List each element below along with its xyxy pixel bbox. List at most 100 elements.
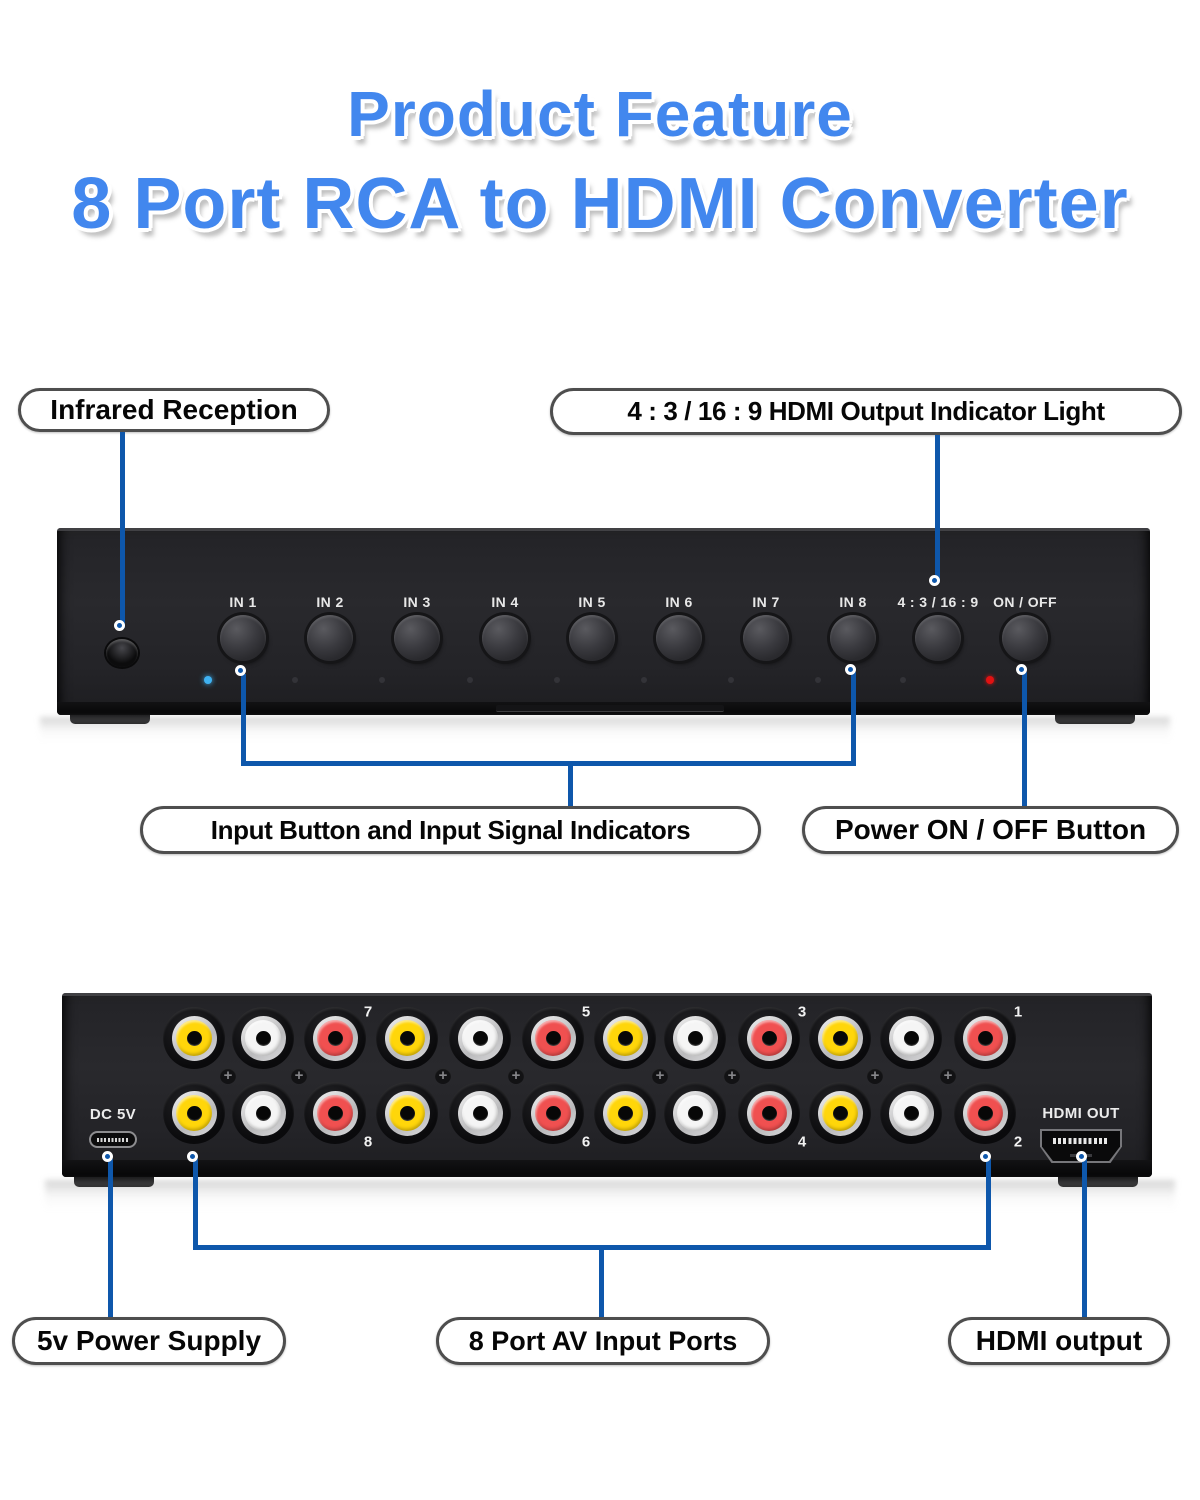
input-number-bottom: 4 — [797, 1133, 807, 1151]
rca-metal-ring — [888, 1090, 934, 1136]
front-button-label-in-5: IN 5 — [578, 594, 606, 610]
rca-metal-ring — [962, 1015, 1008, 1061]
rca-jack-yellow — [809, 1007, 871, 1069]
front-button-in-2 — [307, 615, 353, 661]
rear-panel-bottom-edge — [62, 1160, 1152, 1177]
rca-color-ring-yellow — [822, 1095, 858, 1131]
callout-line-av-right — [986, 1159, 991, 1250]
rca-color-ring-red — [967, 1020, 1003, 1056]
callout-dot-infrared — [114, 620, 125, 631]
rca-metal-ring — [384, 1015, 430, 1061]
callout-line-dc — [108, 1159, 113, 1317]
front-right-foot — [1055, 715, 1135, 724]
rca-hole — [761, 1105, 777, 1121]
rca-jack-white — [232, 1007, 294, 1069]
front-button-in-3 — [394, 615, 440, 661]
led-input-signal-blue — [204, 676, 212, 684]
led-idle-in-8 — [815, 677, 821, 683]
callout-hdmi-output: HDMI output — [948, 1317, 1170, 1365]
callout-dot-hdmi — [1076, 1151, 1087, 1162]
rca-jack-yellow — [376, 1082, 438, 1144]
rca-metal-ring — [672, 1015, 718, 1061]
rca-color-ring-white — [245, 1020, 281, 1056]
front-button-label-in-3: IN 3 — [403, 594, 431, 610]
rca-color-ring-yellow — [176, 1020, 212, 1056]
infrared-receiver-icon — [106, 639, 138, 667]
callout-dot-indicator — [929, 575, 940, 586]
rca-metal-ring — [312, 1015, 358, 1061]
input-number-top: 3 — [797, 1003, 807, 1021]
rca-color-ring-red — [317, 1095, 353, 1131]
callout-5v-power-supply: 5v Power Supply — [12, 1317, 286, 1365]
rca-jack-yellow — [594, 1082, 656, 1144]
rear-left-foot — [74, 1177, 154, 1187]
rca-color-ring-white — [677, 1020, 713, 1056]
led-idle-in-5 — [554, 677, 560, 683]
callout-av-input-ports: 8 Port AV Input Ports — [436, 1317, 770, 1365]
rca-jack-white — [880, 1082, 942, 1144]
rca-color-ring-red — [751, 1095, 787, 1131]
rca-metal-ring — [602, 1090, 648, 1136]
led-idle-in-7 — [728, 677, 734, 683]
rca-metal-ring — [672, 1090, 718, 1136]
rca-metal-ring — [888, 1015, 934, 1061]
rca-color-ring-white — [462, 1095, 498, 1131]
front-button-in-7 — [743, 615, 789, 661]
rca-metal-ring — [746, 1015, 792, 1061]
rca-jack-yellow — [163, 1082, 225, 1144]
front-button-label-in-1: IN 1 — [229, 594, 257, 610]
rca-metal-ring — [746, 1090, 792, 1136]
rca-hole — [832, 1030, 848, 1046]
rca-jack-red — [954, 1082, 1016, 1144]
rca-jack-red — [522, 1007, 584, 1069]
callout-dot-av-left — [187, 1151, 198, 1162]
rca-hole — [617, 1105, 633, 1121]
rca-hole — [472, 1105, 488, 1121]
screw-icon: + — [724, 1068, 740, 1084]
rca-hole — [832, 1105, 848, 1121]
front-button-in-6 — [656, 615, 702, 661]
screw-icon: + — [652, 1068, 668, 1084]
led-idle-in-2 — [292, 677, 298, 683]
rca-metal-ring — [312, 1090, 358, 1136]
rca-hole — [903, 1105, 919, 1121]
rca-hole — [687, 1030, 703, 1046]
rca-metal-ring — [457, 1090, 503, 1136]
input-number-top: 7 — [363, 1003, 373, 1021]
rear-panel-top-edge — [62, 993, 1152, 996]
front-button-label-in-4: IN 4 — [491, 594, 519, 610]
screw-icon: + — [867, 1068, 883, 1084]
rca-hole — [399, 1105, 415, 1121]
callout-line-in8 — [851, 672, 856, 766]
screw-icon: + — [435, 1068, 451, 1084]
front-button-in-5 — [569, 615, 615, 661]
rca-metal-ring — [530, 1090, 576, 1136]
rca-color-ring-yellow — [176, 1095, 212, 1131]
front-button-in-8 — [830, 615, 876, 661]
rca-hole — [617, 1030, 633, 1046]
rca-metal-ring — [171, 1015, 217, 1061]
front-button-label-on-off: ON / OFF — [993, 594, 1057, 610]
input-number-bottom: 8 — [363, 1133, 373, 1151]
rca-color-ring-yellow — [389, 1020, 425, 1056]
rca-jack-white — [449, 1007, 511, 1069]
rca-jack-red — [304, 1007, 366, 1069]
front-button-label-in-7: IN 7 — [752, 594, 780, 610]
rca-hole — [186, 1105, 202, 1121]
rca-hole — [327, 1105, 343, 1121]
callout-dot-dc — [102, 1151, 113, 1162]
front-panel-notch — [496, 705, 724, 712]
callout-line-hdmi — [1082, 1159, 1087, 1317]
input-number-top: 5 — [581, 1003, 591, 1021]
led-idle-4-3-16-9 — [900, 677, 906, 683]
rca-hole — [327, 1030, 343, 1046]
front-left-foot — [70, 715, 150, 724]
rca-metal-ring — [962, 1090, 1008, 1136]
rca-color-ring-red — [751, 1020, 787, 1056]
rca-metal-ring — [817, 1015, 863, 1061]
rca-metal-ring — [240, 1090, 286, 1136]
rca-jack-white — [880, 1007, 942, 1069]
rca-hole — [687, 1105, 703, 1121]
front-button-4-3-16-9 — [915, 615, 961, 661]
rca-jack-red — [522, 1082, 584, 1144]
